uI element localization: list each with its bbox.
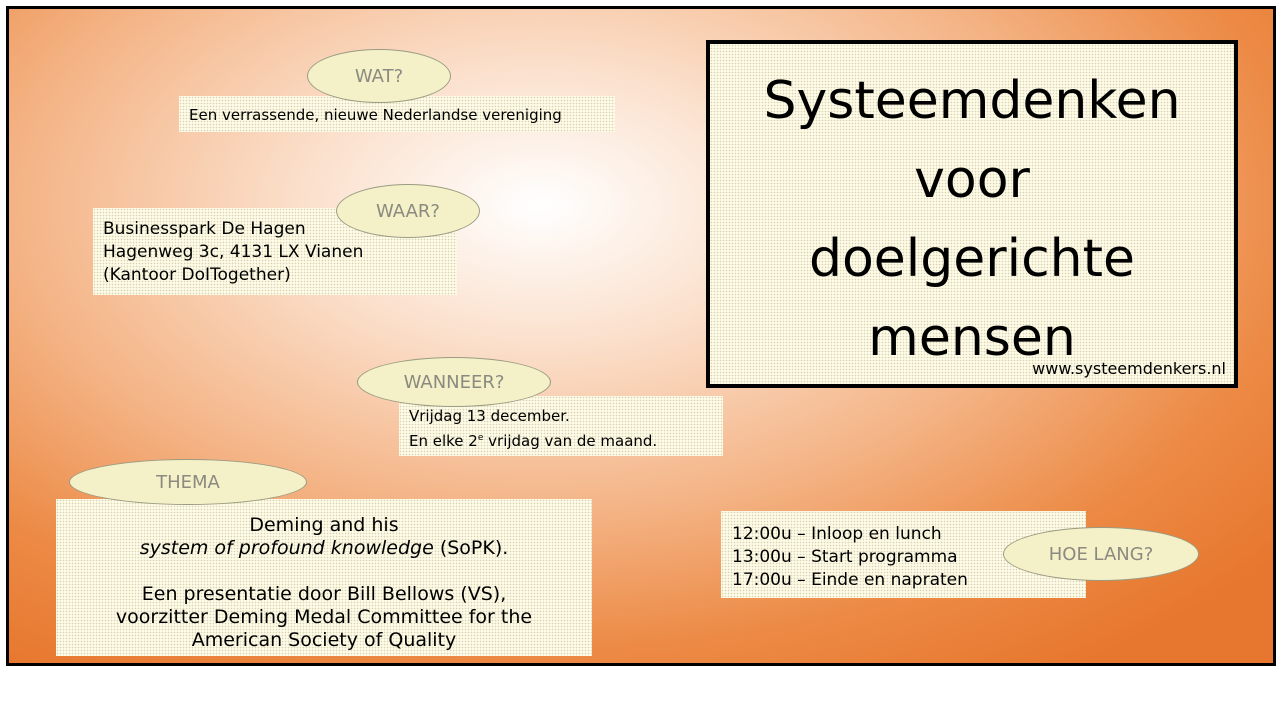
title-line-1: Systeemdenken [763, 71, 1181, 131]
thema-line-4: voorzitter Deming Medal Committee for th… [115, 606, 533, 628]
wanneer-line-2: En elke 2e vrijdag van de maand. [409, 432, 658, 450]
wat-text: Een verrassende, nieuwe Nederlandse vere… [189, 106, 562, 124]
waar-line-2: Hagenweg 3c, 4131 LX Vianen [103, 242, 364, 262]
thema-line-5: American Society of Quality [191, 629, 457, 651]
thema-line-3: Een presentatie door Bill Bellows (VS), [141, 583, 507, 605]
title-box: Systeemdenken voor doelgerichte mensen w… [706, 40, 1238, 388]
wat-label-oval: WAT? [307, 49, 451, 103]
wat-label: WAT? [354, 65, 404, 87]
waar-label-oval: WAAR? [336, 184, 480, 238]
website-link[interactable]: www.systeemdenkers.nl [1032, 359, 1226, 378]
title-line-4: mensen [868, 308, 1076, 368]
wanneer-label: WANNEER? [403, 371, 505, 393]
waar-line-3: (Kantoor DoITogether) [103, 265, 291, 285]
waar-label: WAAR? [375, 200, 440, 222]
hoelang-item-1: 12:00u – Inloop en lunch [732, 524, 942, 544]
title-line-3: doelgerichte [808, 229, 1135, 289]
hoelang-label: HOE LANG? [1048, 543, 1154, 565]
thema-line-1: Deming and his [249, 514, 399, 536]
wanneer-label-oval: WANNEER? [357, 357, 551, 407]
thema-label: THEMA [156, 471, 220, 493]
thema-text-box: Deming and his system of profound knowle… [56, 499, 592, 656]
thema-line-2: system of profound knowledge (SoPK). [139, 537, 509, 559]
thema-label-oval: THEMA [69, 459, 307, 505]
hoelang-label-oval: HOE LANG? [1003, 527, 1199, 581]
hoelang-item-2: 13:00u – Start programma [732, 547, 958, 567]
hoelang-item-3: 17:00u – Einde en napraten [732, 570, 968, 590]
waar-line-1: Businesspark De Hagen [103, 219, 306, 239]
slide-canvas: Een verrassende, nieuwe Nederlandse vere… [6, 6, 1276, 666]
wanneer-line-1: Vrijdag 13 december. [409, 407, 570, 425]
title-line-2: voor [914, 150, 1030, 210]
